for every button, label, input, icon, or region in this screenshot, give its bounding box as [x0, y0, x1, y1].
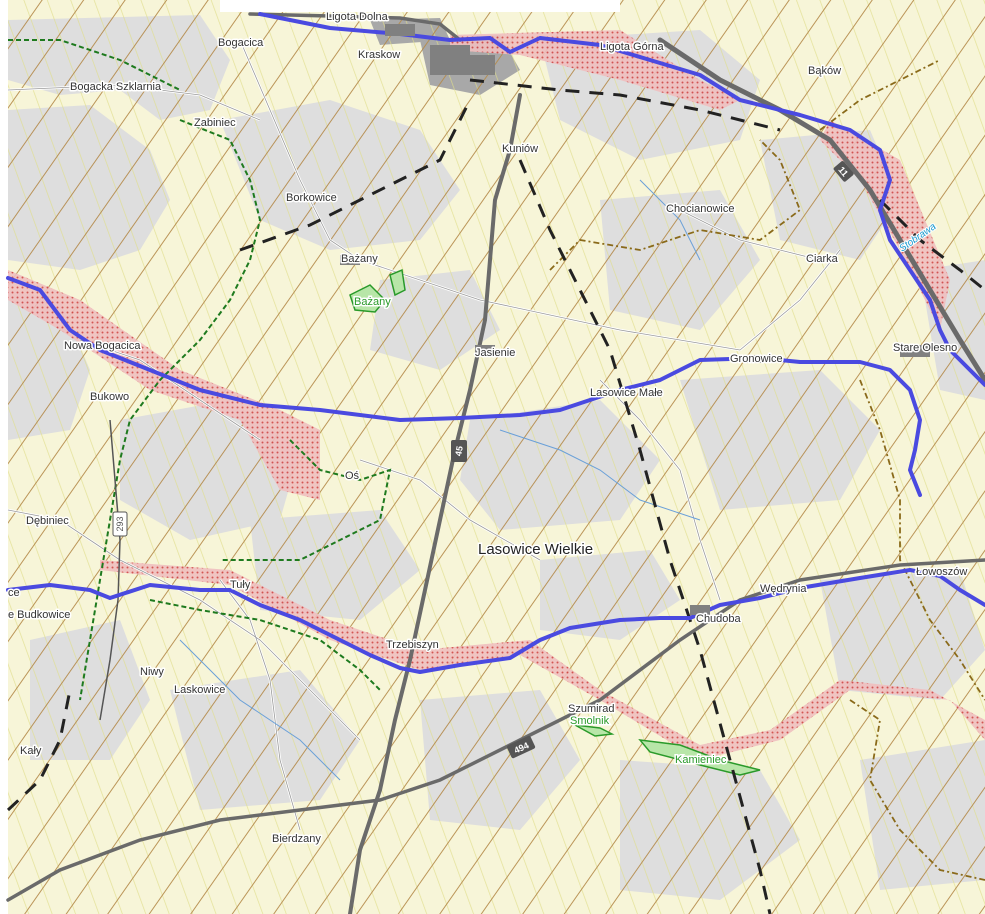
- road-293-line: [99, 419, 121, 721]
- settlement-buildings: [340, 24, 930, 615]
- label-ce[interactable]: ce: [7, 586, 22, 601]
- label-os[interactable]: Oś: [344, 469, 362, 484]
- label-zabiniec[interactable]: Zabiniec: [193, 116, 238, 131]
- road-shield-11: 11: [833, 161, 854, 182]
- label-chudoba[interactable]: Chudoba: [695, 612, 744, 627]
- streams: [179, 179, 701, 781]
- label-tuly[interactable]: Tuły: [229, 578, 253, 593]
- label-borkowice[interactable]: Borkowice: [285, 191, 339, 206]
- label-lasowice-wielkie[interactable]: Lasowice Wielkie: [477, 540, 595, 560]
- label-stare-olesno[interactable]: Stare Olesno: [892, 341, 959, 356]
- label-chocianowice[interactable]: Chocianowice: [665, 202, 736, 217]
- main-roads: [6, 12, 985, 914]
- map-frame-left: [0, 0, 8, 914]
- label-bakow[interactable]: Bąków: [807, 64, 843, 79]
- label-bazany[interactable]: Bażany: [340, 252, 380, 267]
- nature-reserves: [349, 268, 761, 776]
- label-bazany-reserve[interactable]: Bażany: [353, 295, 393, 310]
- label-dabiniec[interactable]: Dębiniec: [25, 514, 71, 529]
- label-kuniow[interactable]: Kuniów: [501, 142, 540, 157]
- label-kraskow[interactable]: Kraskow: [357, 48, 402, 63]
- label-laskowice[interactable]: Laskowice: [173, 683, 227, 698]
- place-labels: Ligota Dolna Bogacica Kraskow Ligota Gór…: [7, 10, 969, 847]
- road-shield-293: 293: [112, 511, 128, 537]
- label-wedrynia[interactable]: Wędrynia: [759, 582, 809, 597]
- label-bogacica[interactable]: Bogacica: [217, 36, 266, 51]
- railways: [6, 78, 985, 914]
- label-smolnik[interactable]: Smolnik: [569, 714, 612, 729]
- road-label-293: 293: [115, 516, 125, 531]
- label-budkowice[interactable]: e Budkowice: [7, 608, 72, 623]
- label-ligota-gorna[interactable]: Ligota Górna: [599, 40, 666, 55]
- protected-area-hatch-main: [8, 0, 985, 914]
- label-nowa-bogacica[interactable]: Nowa Bogacica: [63, 339, 143, 354]
- reserve-boundaries: [8, 39, 392, 701]
- label-ciarka[interactable]: Ciarka: [805, 252, 841, 267]
- road-label-45: 45: [453, 445, 465, 457]
- admin-boundaries: [549, 59, 985, 881]
- label-lowoszow[interactable]: Łowoszów: [915, 565, 969, 580]
- label-szumirad[interactable]: Szumirad: [567, 702, 616, 717]
- label-trzebiszyn[interactable]: Trzebiszyn: [385, 638, 441, 653]
- unhatched-zone-north: [220, 0, 620, 12]
- rivers: [6, 12, 985, 674]
- label-jasienie[interactable]: Jasienie: [474, 346, 517, 361]
- label-bogacka-szklarnia[interactable]: Bogacka Szklarnia: [69, 80, 164, 95]
- road-shield-494: 494: [506, 735, 536, 759]
- label-bierdzany[interactable]: Bierdzany: [271, 832, 323, 847]
- label-lasowice-male[interactable]: Lasowice Małe: [589, 386, 665, 401]
- label-kamieniec[interactable]: Kamieniec: [674, 753, 729, 768]
- label-ligota-dolna[interactable]: Ligota Dolna: [325, 10, 391, 25]
- label-bukowo[interactable]: Bukowo: [89, 390, 131, 405]
- label-niwy[interactable]: Niwy: [139, 665, 166, 680]
- label-kaly[interactable]: Kały: [19, 744, 44, 759]
- road-shield-45: 45: [451, 440, 467, 462]
- label-gronowice[interactable]: Gronowice: [729, 352, 785, 367]
